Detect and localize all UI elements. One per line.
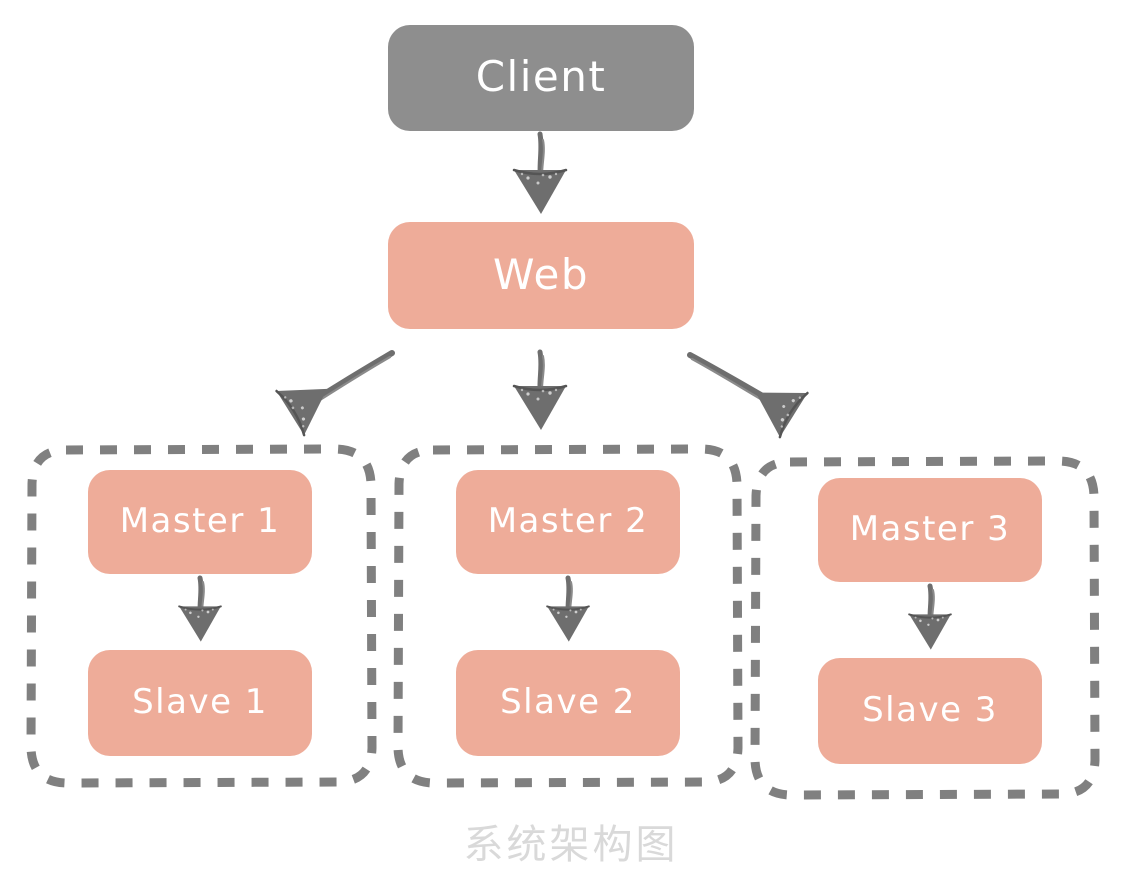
node-slave-1-label: Slave 1 [132, 682, 268, 722]
node-slave-2-label: Slave 2 [500, 682, 636, 722]
connector-web-to-group-1 [275, 350, 395, 437]
node-client[interactable]: Client [388, 25, 694, 131]
connector-web-to-group-2 [512, 349, 568, 432]
node-web-label: Web [492, 249, 590, 299]
connector-web-to-group-3 [687, 352, 809, 439]
node-slave-3-label: Slave 3 [862, 690, 998, 730]
node-web[interactable]: Web [388, 222, 694, 329]
node-slave-3[interactable]: Slave 3 [818, 658, 1042, 764]
node-master-2-label: Master 2 [487, 501, 649, 541]
node-client-label: Client [475, 52, 607, 101]
node-master-3-label: Master 3 [849, 509, 1011, 549]
node-master-1-label: Master 1 [119, 501, 281, 541]
node-slave-1[interactable]: Slave 1 [88, 650, 312, 756]
node-master-2[interactable]: Master 2 [456, 470, 680, 574]
node-master-3[interactable]: Master 3 [818, 478, 1042, 582]
node-slave-2[interactable]: Slave 2 [456, 650, 680, 756]
connector-client-to-web [512, 131, 568, 216]
diagram-caption: 系统架构图 [463, 822, 679, 868]
node-master-1[interactable]: Master 1 [88, 470, 312, 574]
